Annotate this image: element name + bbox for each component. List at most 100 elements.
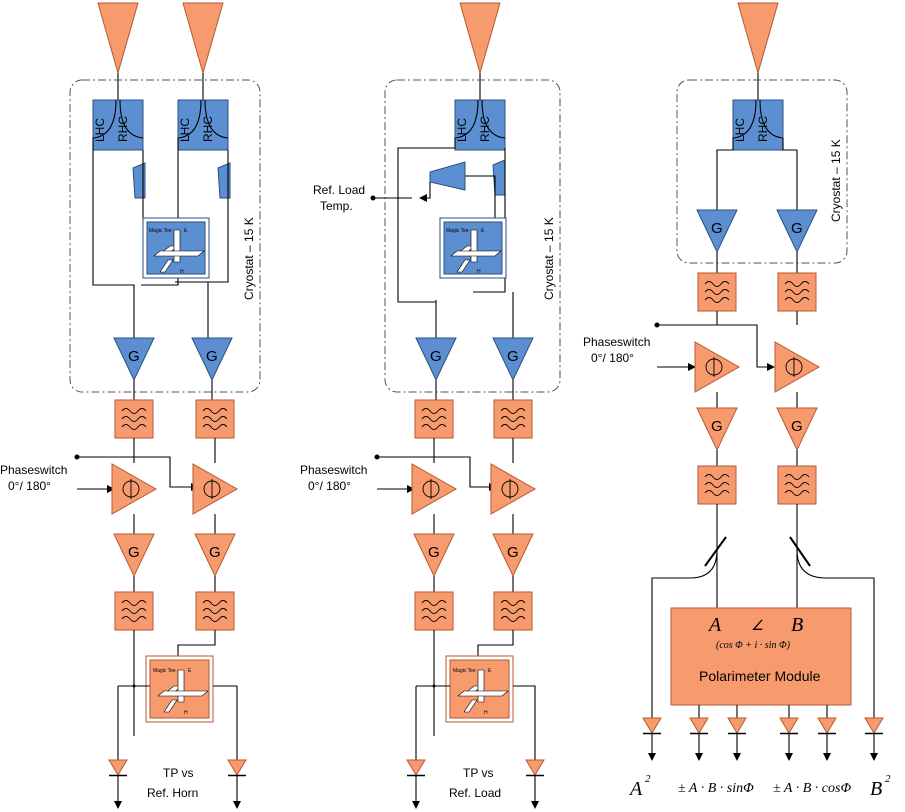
- phaseswitch-label: Phaseswitch: [0, 463, 67, 477]
- cryostat-boundary: [676, 79, 848, 264]
- rhc-label: RHC: [116, 116, 130, 142]
- gain-label: G: [711, 220, 723, 237]
- filter-icon: [195, 591, 235, 631]
- cryostat-boundary: [69, 79, 261, 393]
- module-title: Polarimeter Module: [699, 668, 821, 684]
- svg-text:H: H: [477, 269, 481, 275]
- detector-diode-icon: [817, 717, 837, 735]
- magic-tee-icon: Magic Tee E H: [145, 655, 214, 723]
- phaseswitch-angle-label: 0°/ 180°: [308, 479, 351, 493]
- svg-text:H: H: [180, 269, 184, 275]
- gain-label: G: [128, 348, 140, 365]
- ref-load-label: Ref. Load: [313, 183, 365, 197]
- phaseswitch-angle-label: 0°/ 180°: [8, 479, 51, 493]
- polarimeter-module: [670, 607, 852, 706]
- gain-label: G: [209, 544, 221, 561]
- output-sin-label: ± A · B · sinΦ: [678, 781, 754, 796]
- gain-label: G: [791, 220, 803, 237]
- detector-diode-icon: [864, 717, 884, 735]
- detector-diode-icon: [779, 717, 799, 735]
- filter-icon: [777, 465, 817, 505]
- module-b-label: B: [791, 614, 803, 636]
- detector-diode-icon: [525, 759, 545, 777]
- rhc-label: RHC: [756, 116, 770, 142]
- magic-tee-icon: Magic Tee E H: [439, 217, 507, 279]
- detector-diode-icon: [108, 759, 128, 777]
- svg-text:H: H: [484, 710, 488, 716]
- filter-icon: [697, 465, 737, 505]
- detector-diode-icon: [642, 717, 662, 735]
- gain-label: G: [507, 544, 519, 561]
- phase-switch-icon: [774, 341, 820, 393]
- ref-load-output-label: Ref. Load: [449, 786, 501, 800]
- output-a2-label: A: [628, 778, 643, 800]
- svg-text:Magic Tee: Magic Tee: [453, 668, 476, 674]
- lhc-label: LHC: [178, 118, 192, 142]
- svg-text:Magic Tee: Magic Tee: [446, 228, 469, 234]
- filter-icon: [414, 399, 454, 439]
- gain-label: G: [128, 544, 140, 561]
- phase-switch-icon: [694, 341, 740, 393]
- phase-switch-icon: [111, 463, 157, 515]
- detector-diode-icon: [406, 759, 426, 777]
- tp-label: TP vs: [163, 766, 193, 780]
- phaseswitch-label: Phaseswitch: [300, 463, 367, 477]
- horn-antenna-icon: [737, 2, 779, 74]
- filter-icon: [697, 272, 737, 312]
- horn-antenna-icon: [182, 2, 224, 74]
- panel-polarimeter: Cryostat – 15 K LHC RHC G G Phaseswitch …: [583, 2, 891, 800]
- gain-label: G: [507, 348, 519, 365]
- svg-text:E: E: [184, 228, 188, 234]
- output-b2-label: B: [870, 778, 882, 800]
- svg-text:E: E: [481, 228, 485, 234]
- horn-antenna-icon: [459, 2, 501, 74]
- filter-icon: [114, 399, 154, 439]
- gain-label: G: [791, 418, 803, 435]
- cryostat-label: Cryostat – 15 K: [242, 217, 256, 300]
- phase-switch-icon: [411, 463, 457, 515]
- magic-tee-icon: Magic Tee E H: [445, 655, 514, 723]
- svg-text:Magic Tee: Magic Tee: [153, 668, 176, 674]
- detector-diode-icon: [227, 759, 247, 777]
- rhc-label: RHC: [478, 116, 492, 142]
- svg-text:H: H: [184, 710, 188, 716]
- cryostat-boundary: [384, 79, 561, 393]
- magic-tee-icon: Magic Tee E H: [142, 217, 210, 279]
- gain-label: G: [430, 348, 442, 365]
- filter-icon: [777, 272, 817, 312]
- output-b2-exponent: 2: [885, 773, 891, 785]
- power-splitter-icon: [704, 536, 727, 567]
- phase-switch-icon: [192, 463, 238, 515]
- gain-label: G: [711, 418, 723, 435]
- phaseswitch-angle-label: 0°/ 180°: [591, 351, 634, 365]
- svg-text:E: E: [188, 668, 192, 674]
- ref-load-temp-label: Temp.: [320, 199, 353, 213]
- svg-text:E: E: [488, 668, 492, 674]
- filter-icon: [414, 591, 454, 631]
- tp-label: TP vs: [463, 766, 493, 780]
- power-splitter-icon: [789, 536, 811, 567]
- rhc-label: RHC: [201, 116, 215, 142]
- phaseswitch-label: Phaseswitch: [583, 335, 650, 349]
- reference-load-icon: [429, 161, 466, 191]
- module-angle-label: ∠: [751, 619, 764, 634]
- filter-icon: [195, 399, 235, 439]
- panel-ref-load: Cryostat – 15 K LHC RHC Ref. Load Temp. …: [300, 2, 561, 809]
- output-a2-exponent: 2: [645, 773, 651, 785]
- module-formula: (cos Φ + i · sin Φ): [716, 640, 791, 651]
- lhc-label: LHC: [93, 118, 107, 142]
- horn-antenna-icon: [97, 2, 139, 74]
- module-a-label: A: [707, 614, 722, 636]
- panel-ref-horn: Cryostat – 15 K LHC RHC LHC RHC Magic Te…: [0, 2, 261, 809]
- ref-horn-label: Ref. Horn: [147, 786, 198, 800]
- lhc-label: LHC: [455, 118, 469, 142]
- cryostat-label: Cryostat – 15 K: [829, 139, 843, 222]
- phase-switch-icon: [490, 463, 536, 515]
- gain-label: G: [206, 348, 218, 365]
- cryostat-label: Cryostat – 15 K: [542, 217, 556, 300]
- filter-icon: [493, 399, 533, 439]
- output-cos-label: ± A · B · cosΦ: [773, 781, 851, 796]
- filter-icon: [114, 591, 154, 631]
- filter-icon: [493, 591, 533, 631]
